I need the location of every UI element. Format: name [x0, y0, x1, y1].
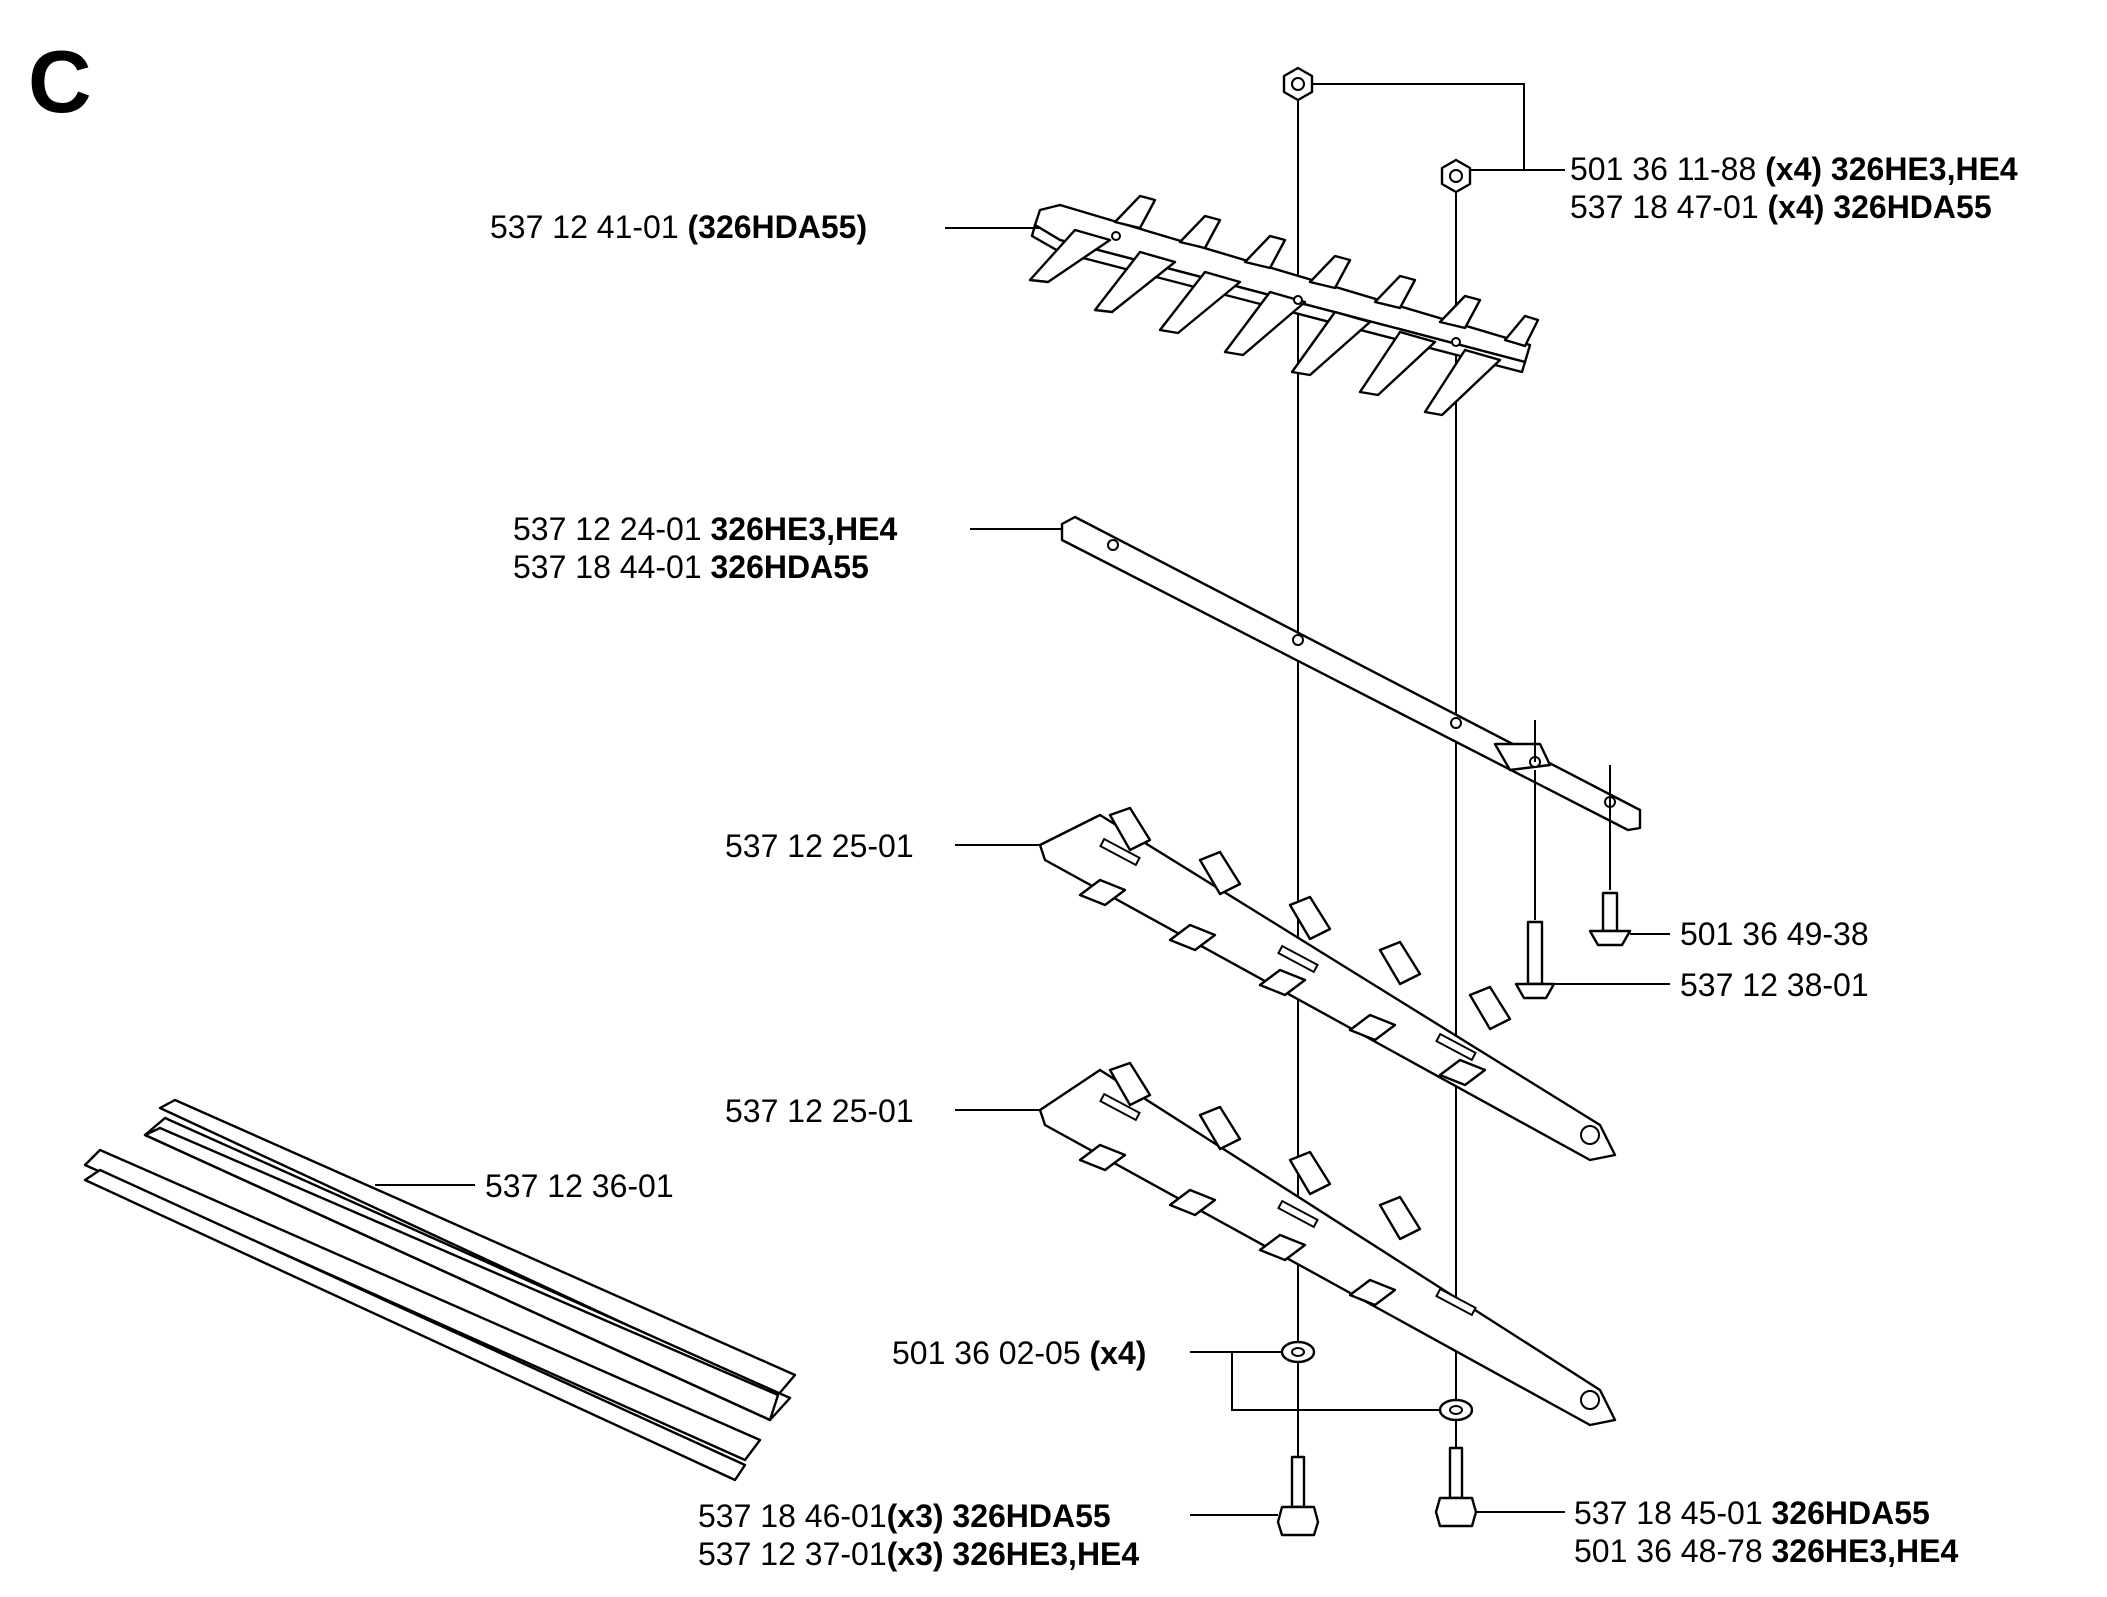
washer-left [1280, 1340, 1316, 1364]
screw-long [1514, 770, 1556, 1000]
callout-bolts-right-line2: 501 36 48-78 326HE3,HE4 [1574, 1533, 1958, 1569]
upper-blade [1028, 194, 1540, 417]
nut-top-right [1440, 158, 1472, 194]
callout-screw-small: 501 36 49-38 [1680, 916, 1869, 952]
callout-cutter-1: 537 12 25-01 [725, 828, 914, 864]
blade-guard [83, 1098, 797, 1482]
callout-guide-plate-line2: 537 18 44-01 326HDA55 [513, 549, 869, 585]
cutter-2 [1038, 1061, 1617, 1427]
guide-plate [1060, 515, 1642, 832]
callout-screw-long: 537 12 38-01 [1680, 967, 1869, 1003]
callout-nuts-line2: 537 18 47-01 (x4) 326HDA55 [1570, 189, 1992, 225]
cutter-1 [1038, 806, 1617, 1162]
callout-bolts-left-line1: 537 18 46-01(x3) 326HDA55 [698, 1498, 1111, 1534]
callout-washers: 501 36 02-05 (x4) [892, 1335, 1146, 1371]
nut-top-left [1282, 66, 1314, 102]
upper-blade-teeth [1028, 194, 1540, 417]
bolt-right [1434, 1446, 1478, 1528]
bolt-left [1276, 1455, 1320, 1537]
screw-small [1588, 802, 1632, 947]
callout-upper-blade: 537 12 41-01 (326HDA55) [490, 209, 867, 245]
callout-nuts-line1: 501 36 11-88 (x4) 326HE3,HE4 [1570, 151, 2018, 187]
callout-bolts-right-line1: 537 18 45-01 326HDA55 [1574, 1495, 1930, 1531]
callout-blade-guard: 537 12 36-01 [485, 1168, 674, 1204]
washer-right [1438, 1398, 1474, 1422]
callout-guide-plate-line1: 537 12 24-01 326HE3,HE4 [513, 511, 897, 547]
callout-cutter-2: 537 12 25-01 [725, 1093, 914, 1129]
section-letter: C [28, 32, 92, 131]
leader-lines [375, 83, 1670, 1516]
callout-bolts-left-line2: 537 12 37-01(x3) 326HE3,HE4 [698, 1536, 1139, 1572]
